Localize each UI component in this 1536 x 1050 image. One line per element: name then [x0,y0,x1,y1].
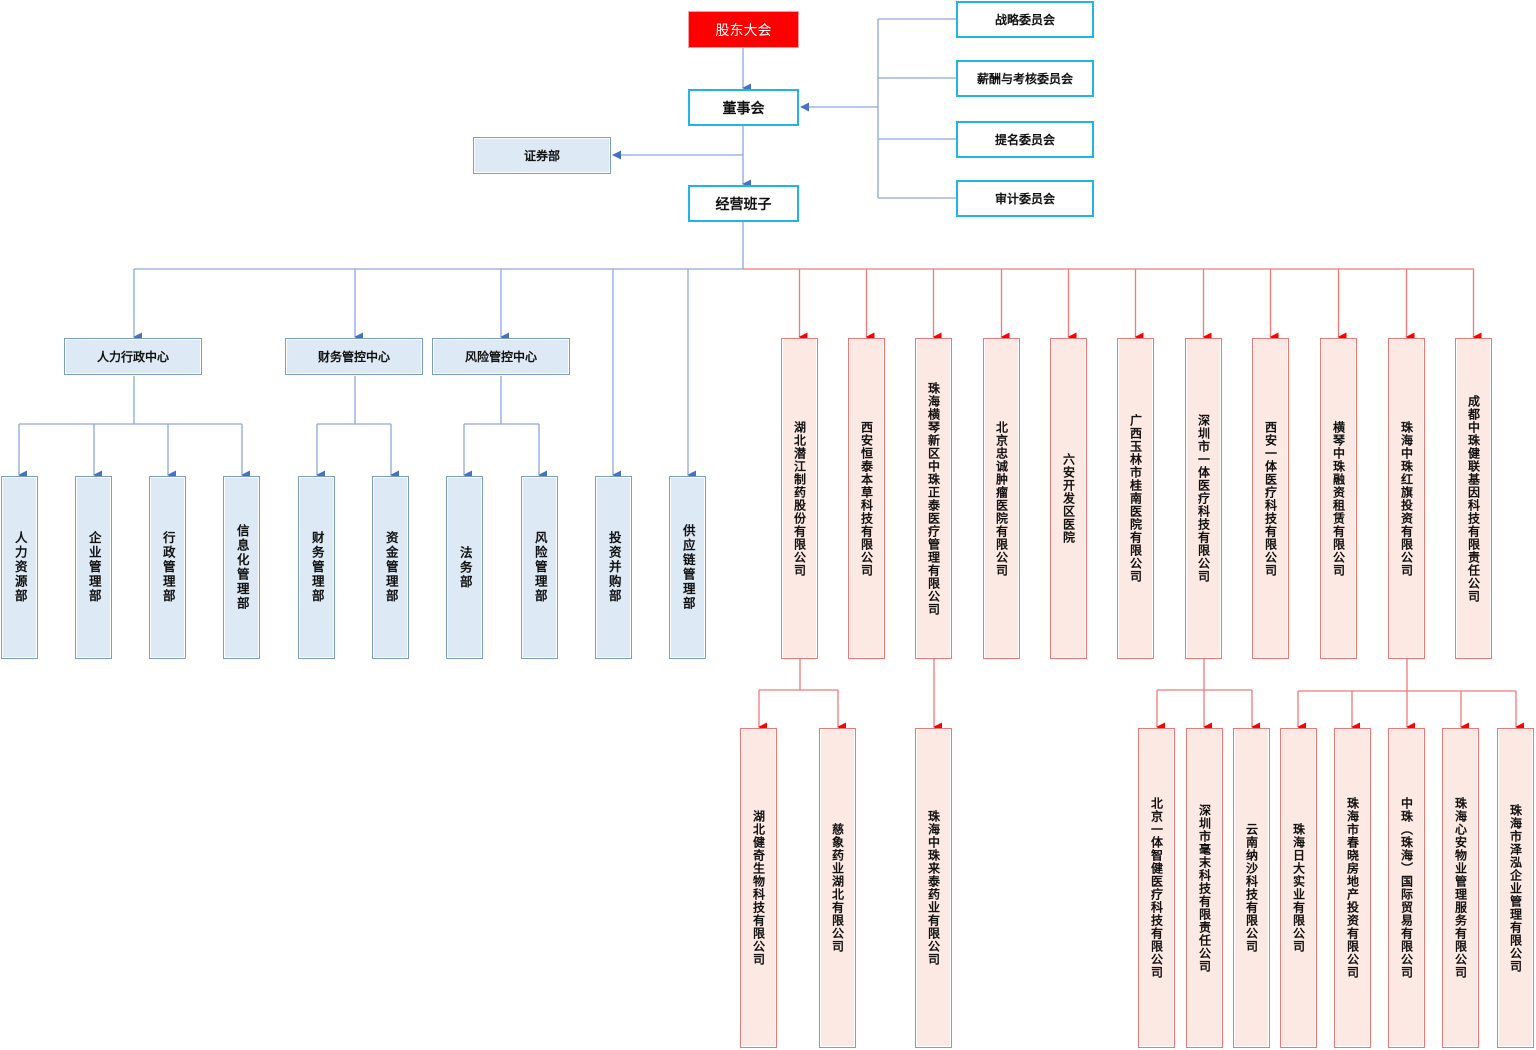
subsidiary-label: 深圳市一体医疗科技有限公司 [1196,414,1211,583]
sub-subsidiary-box[interactable]: 中珠（珠海）国际贸易有限公司 [1388,728,1425,1048]
management-team-box[interactable]: 经营班子 [688,185,799,222]
subsidiary-box[interactable]: 广西玉林市桂南医院有限公司 [1117,338,1154,659]
sub-subsidiary-label: 珠海心安物业管理服务有限公司 [1453,797,1468,979]
department-box[interactable]: 财务管理部 [298,476,335,659]
department-label: 资金管理部 [383,531,399,604]
blue-connectors [18,18,956,480]
department-box[interactable]: 风险管理部 [521,476,558,659]
sub-subsidiary-box[interactable]: 北京一体智健医疗科技有限公司 [1138,728,1175,1048]
subsidiary-box[interactable]: 珠海横琴新区中珠正泰医疗管理有限公司 [915,338,952,659]
subsidiary-label: 西安一体医疗科技有限公司 [1263,420,1278,577]
subsidiary-label: 六安开发区医院 [1061,453,1076,544]
sub-subsidiary-box[interactable]: 云南纳沙科技有限公司 [1233,728,1270,1048]
department-box[interactable]: 资金管理部 [372,476,409,659]
department-box[interactable]: 企业管理部 [75,476,112,659]
subsidiary-box[interactable]: 深圳市一体医疗科技有限公司 [1185,338,1222,659]
management-team-label: 经营班子 [715,196,772,213]
center-label: 财务管控中心 [317,350,390,364]
department-label: 风险管理部 [532,531,548,604]
subsidiary-label: 广西玉林市桂南医院有限公司 [1128,414,1143,583]
sub-subsidiary-label: 珠海日大实业有限公司 [1291,823,1306,953]
sub-subsidiary-label: 中珠（珠海）国际贸易有限公司 [1399,797,1414,979]
department-box[interactable]: 行政管理部 [149,476,186,659]
department-label: 财务管理部 [309,531,325,604]
sub-subsidiary-box[interactable]: 珠海市泽泓企业管理有限公司 [1497,728,1534,1048]
securities-dept-box[interactable]: 证券部 [473,137,611,174]
sub-subsidiary-box[interactable]: 珠海中珠来泰药业有限公司 [915,728,952,1048]
department-label: 信息化管理部 [234,524,250,611]
subsidiary-box[interactable]: 湖北潜江制药股份有限公司 [781,338,818,659]
subsidiary-box[interactable]: 西安一体医疗科技有限公司 [1252,338,1289,659]
committee-label: 战略委员会 [994,13,1055,27]
shareholders-meeting-label: 股东大会 [715,22,772,39]
subsidiary-box[interactable]: 西安恒泰本草科技有限公司 [848,338,885,659]
sub-subsidiary-label: 北京一体智健医疗科技有限公司 [1149,797,1164,979]
sub-subsidiary-label: 云南纳沙科技有限公司 [1244,823,1259,953]
subsidiary-label: 湖北潜江制药股份有限公司 [792,420,807,577]
subsidiary-label: 珠海横琴新区中珠正泰医疗管理有限公司 [926,381,941,616]
center-label: 风险管控中心 [464,350,537,364]
department-label: 法务部 [457,545,473,590]
sub-subsidiary-box[interactable]: 珠海心安物业管理服务有限公司 [1442,728,1479,1048]
sub-subsidiary-box[interactable]: 深圳市毫末科技有限责任公司 [1186,728,1223,1048]
securities-dept-label: 证券部 [523,149,560,163]
shareholders-meeting-box[interactable]: 股东大会 [688,11,799,48]
subsidiary-box[interactable]: 六安开发区医院 [1050,338,1087,659]
department-label: 供应链管理部 [680,524,696,611]
department-box[interactable]: 法务部 [446,476,483,659]
sub-subsidiary-label: 珠海市春晓房地产投资有限公司 [1345,797,1360,979]
sub-subsidiary-label: 慈象药业湖北有限公司 [830,823,845,953]
center-box-risk[interactable]: 风险管控中心 [432,338,570,375]
sub-subsidiary-label: 珠海市泽泓企业管理有限公司 [1508,803,1523,973]
center-label: 人力行政中心 [96,350,169,364]
red-connectors [743,268,1525,732]
subsidiary-label: 横琴中珠融资租赁有限公司 [1331,420,1346,577]
subsidiary-box[interactable]: 珠海中珠红旗投资有限公司 [1388,338,1425,659]
sub-subsidiary-box[interactable]: 湖北健奇生物科技有限公司 [740,728,777,1048]
committee-label: 薪酬与考核委员会 [976,72,1073,86]
committee-box[interactable]: 审计委员会 [956,180,1094,217]
committee-label: 审计委员会 [994,192,1055,206]
department-label: 人力资源部 [12,531,28,604]
department-box[interactable]: 人力资源部 [1,476,38,659]
board-box[interactable]: 董事会 [688,89,799,126]
subsidiary-label: 北京忠诚肿瘤医院有限公司 [994,420,1009,577]
subsidiary-box[interactable]: 横琴中珠融资租赁有限公司 [1320,338,1357,659]
subsidiary-label: 西安恒泰本草科技有限公司 [859,420,874,577]
department-box[interactable]: 供应链管理部 [669,476,706,659]
committee-label: 提名委员会 [994,133,1055,147]
subsidiary-label: 成都中珠健联基因科技有限责任公司 [1466,394,1481,603]
committee-box[interactable]: 提名委员会 [956,121,1094,158]
subsidiary-box[interactable]: 成都中珠健联基因科技有限责任公司 [1455,338,1492,659]
department-label: 行政管理部 [160,531,176,604]
center-box-hr-admin[interactable]: 人力行政中心 [64,338,202,375]
sub-subsidiary-box[interactable]: 珠海市春晓房地产投资有限公司 [1334,728,1371,1048]
center-box-finance[interactable]: 财务管控中心 [285,338,423,375]
department-label: 企业管理部 [86,531,102,604]
subsidiary-box[interactable]: 北京忠诚肿瘤医院有限公司 [983,338,1020,659]
board-label: 董事会 [722,100,765,117]
department-box[interactable]: 信息化管理部 [223,476,260,659]
committee-box[interactable]: 战略委员会 [956,1,1094,38]
committee-box[interactable]: 薪酬与考核委员会 [956,60,1094,97]
sub-subsidiary-label: 湖北健奇生物科技有限公司 [751,810,766,966]
sub-subsidiary-label: 深圳市毫末科技有限责任公司 [1197,803,1212,973]
department-label: 投资并购部 [606,531,622,604]
subsidiary-label: 珠海中珠红旗投资有限公司 [1399,420,1414,577]
sub-subsidiary-label: 珠海中珠来泰药业有限公司 [926,810,941,966]
department-box[interactable]: 投资并购部 [595,476,632,659]
sub-subsidiary-box[interactable]: 珠海日大实业有限公司 [1280,728,1317,1048]
sub-subsidiary-box[interactable]: 慈象药业湖北有限公司 [819,728,856,1048]
